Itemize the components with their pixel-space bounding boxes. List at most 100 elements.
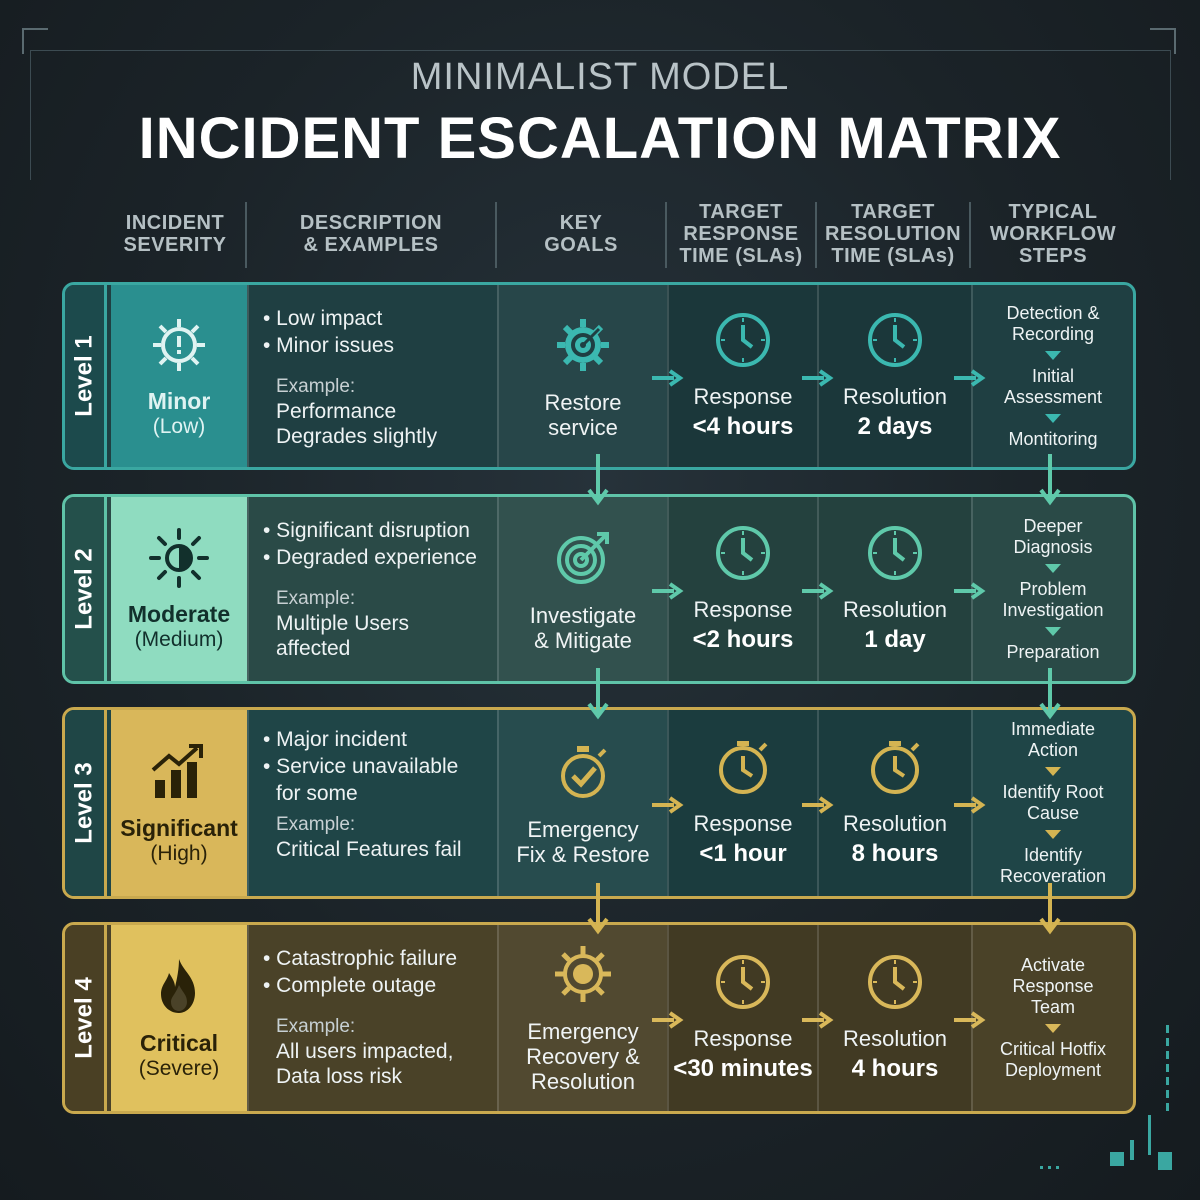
response-cell: Response <2 hours (667, 497, 817, 681)
flow-arrow-down-icon (587, 668, 609, 720)
header-description: DESCRIPTION & EXAMPLES (299, 212, 443, 256)
decorative-bars-icon (1040, 1025, 1172, 1170)
gear-burst-icon (551, 942, 615, 1011)
response-value: <1 hour (699, 840, 787, 867)
workflow-step: Detection & Recording (1006, 302, 1100, 344)
flow-arrow-right-icon (954, 369, 986, 387)
resolution-label: Resolution (843, 597, 947, 622)
resolution-label: Resolution (843, 1026, 947, 1051)
workflow-step: Identify Root Cause (1002, 782, 1104, 823)
level-tab: Level 1 (65, 285, 107, 467)
workflow-arrow-icon (1045, 626, 1061, 636)
level-tab: Level 3 (65, 710, 107, 896)
target-icon (551, 526, 615, 595)
pre-title: MINIMALIST MODEL (410, 56, 790, 98)
level-label: Level 1 (70, 335, 98, 417)
flow-arrow-right-icon (802, 796, 834, 814)
clock-icon (714, 524, 772, 587)
header-resolution: TARGET RESOLUTION TIME (SLAs) (824, 201, 962, 267)
gear-alert-icon (147, 313, 211, 382)
flow-arrow-right-icon (652, 369, 684, 387)
severity-name: Moderate (127, 601, 231, 627)
gear-target-icon (551, 313, 615, 382)
workflow-arrow-icon (1045, 1024, 1061, 1033)
workflow-step: Problem Investigation (1002, 578, 1104, 620)
description-cell: • Major incident• Service unavailable fo… (247, 710, 497, 896)
example-label: Example: (276, 588, 356, 609)
clock-icon (714, 953, 772, 1016)
response-cell: Response <4 hours (667, 285, 817, 467)
workflow-step: Critical Hotfix Deployment (999, 1039, 1106, 1080)
description-bullet: • Catastrophic failure (263, 947, 458, 970)
resolution-value: 2 days (857, 413, 933, 440)
half-sun-icon (147, 526, 211, 595)
flow-arrow-right-icon (802, 582, 834, 600)
clock-icon (866, 524, 924, 587)
response-value: <2 hours (692, 626, 794, 653)
header-workflow: TYPICAL WORKFLOW STEPS (989, 201, 1117, 267)
level-label: Level 2 (70, 548, 98, 630)
severity-name: Minor (147, 388, 211, 414)
header-divider (495, 202, 497, 268)
severity-sub: (Medium) (134, 628, 224, 651)
column-headers: INCIDENT SEVERITY DESCRIPTION & EXAMPLES… (0, 198, 1200, 270)
example-text: All users impacted, Data loss risk (276, 1040, 454, 1088)
level-row: Level 1 Minor (Low) • Low impact • Minor … (62, 282, 1136, 470)
clock-icon (866, 311, 924, 374)
flow-arrow-down-icon (1039, 883, 1061, 935)
flow-arrow-down-icon (1039, 668, 1061, 720)
description-bullet: • Degraded experience (263, 546, 477, 569)
severity-sub: (Severe) (138, 1057, 220, 1080)
resolution-cell: Resolution 1 day (817, 497, 971, 681)
frame-left-line (30, 50, 31, 180)
header-goals: KEY GOALS (544, 212, 618, 256)
header-divider (815, 202, 817, 268)
workflow-arrow-icon (1045, 767, 1061, 776)
goal-cell: Restore service (497, 285, 667, 467)
header-divider (969, 202, 971, 268)
resolution-value: 1 day (864, 626, 926, 653)
header-divider (665, 202, 667, 268)
description-cell: • Catastrophic failure• Complete outage … (247, 925, 497, 1111)
resolution-cell: Resolution 2 days (817, 285, 971, 467)
level-label: Level 3 (70, 762, 98, 844)
header-divider (245, 202, 247, 268)
goal-text: Emergency Fix & Restore (516, 816, 650, 867)
workflow-arrow-icon (1045, 350, 1061, 360)
description-bullet: • Major incident (263, 728, 407, 751)
description-bullet: • Minor issues (263, 334, 395, 357)
severity-cell: Critical (Severe) (111, 925, 247, 1111)
main-title: INCIDENT ESCALATION MATRIX (138, 106, 1062, 171)
frame-right-line (1170, 50, 1171, 180)
workflow-step: Activate Response Team (1012, 955, 1094, 1017)
stopwatch-check-icon (551, 740, 615, 809)
frame-corner-top-right (1150, 28, 1176, 54)
workflow-arrow-icon (1045, 830, 1061, 839)
response-label: Response (693, 384, 793, 409)
response-label: Response (693, 811, 793, 836)
response-label: Response (693, 1026, 793, 1051)
title-block: MINIMALIST MODEL INCIDENT ESCALATION MAT… (0, 56, 1200, 172)
severity-cell: Moderate (Medium) (111, 497, 247, 681)
example-label: Example: (276, 1016, 356, 1037)
goal-text: Restore service (544, 389, 622, 440)
fire-icon (147, 955, 211, 1024)
description-bullet: • Significant disruption (263, 519, 470, 542)
goal-text: Emergency Recovery & Resolution (526, 1019, 640, 1094)
description-bullet: • Low impact (263, 307, 383, 330)
level-label: Level 4 (70, 977, 98, 1059)
description-cell: • Significant disruption • Degraded exper… (247, 497, 497, 681)
level-tab: Level 4 (65, 925, 107, 1111)
example-label: Example: (276, 376, 356, 397)
flow-arrow-down-icon (1039, 454, 1061, 506)
response-label: Response (693, 597, 793, 622)
flow-arrow-right-icon (802, 369, 834, 387)
severity-cell: Minor (Low) (111, 285, 247, 467)
workflow-step: Montitoring (1008, 428, 1098, 449)
clock-icon (866, 953, 924, 1016)
bar-chart-up-icon (147, 740, 211, 809)
flow-arrow-right-icon (954, 582, 986, 600)
clock-icon (714, 311, 772, 374)
